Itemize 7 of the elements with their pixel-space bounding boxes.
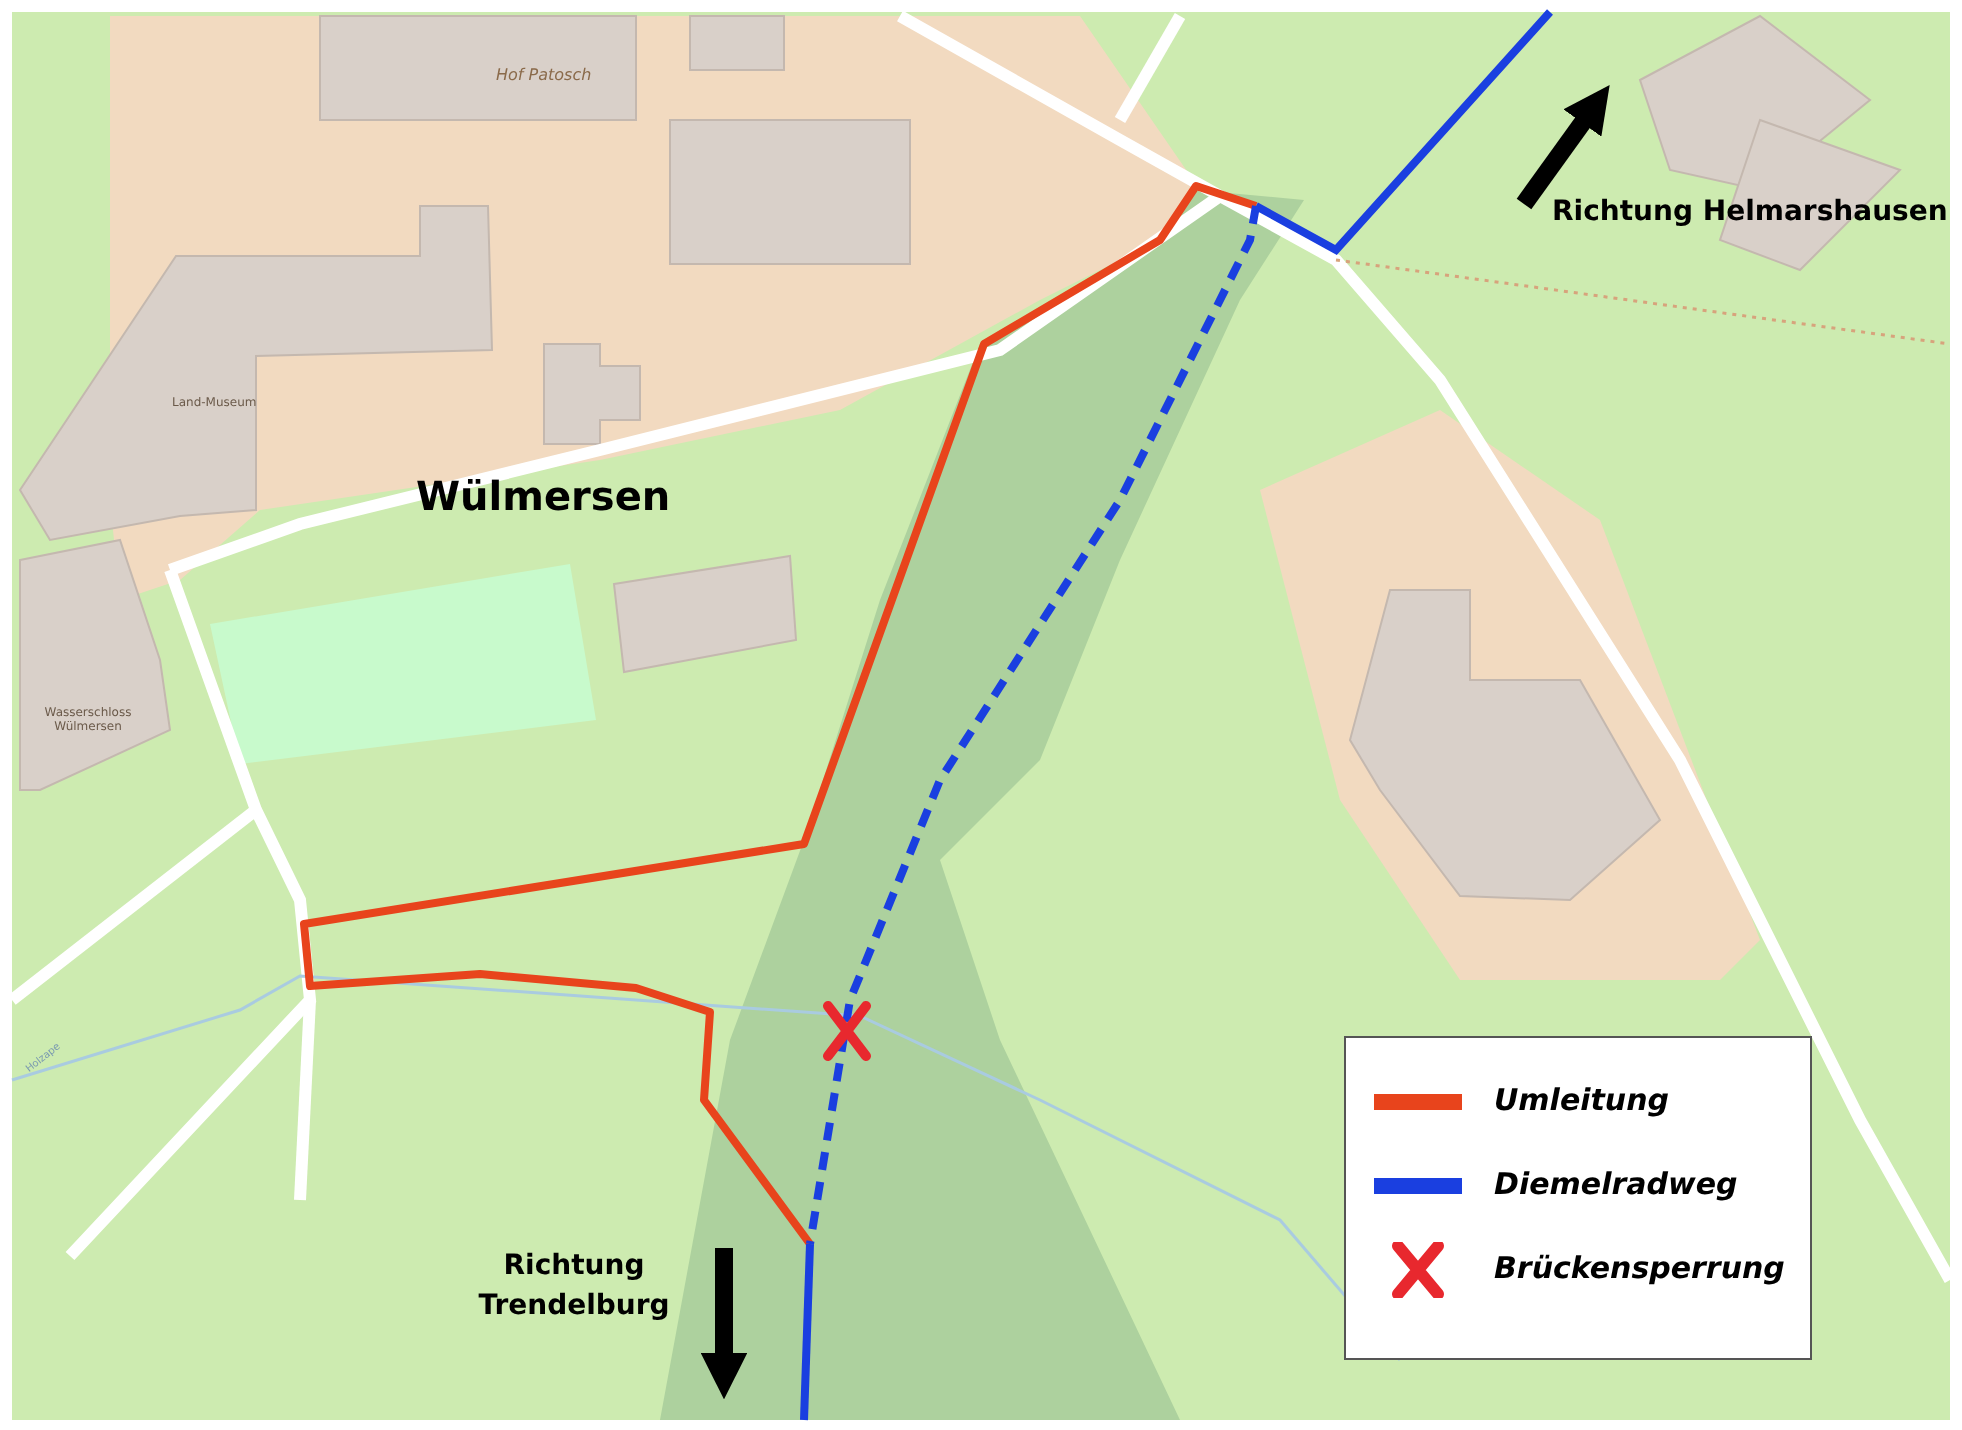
legend-label: Brückensperrung [1494,1250,1785,1286]
legend-label: Umleitung [1494,1082,1670,1118]
place-label: Hof Patosch [496,66,592,84]
direction-label: Richtung Helmarshausen [1552,196,1948,228]
direction-label: Richtung Trendelburg [476,1248,672,1326]
place-name: Wülmersen [416,472,671,520]
legend-label: Diemelradweg [1494,1166,1738,1202]
